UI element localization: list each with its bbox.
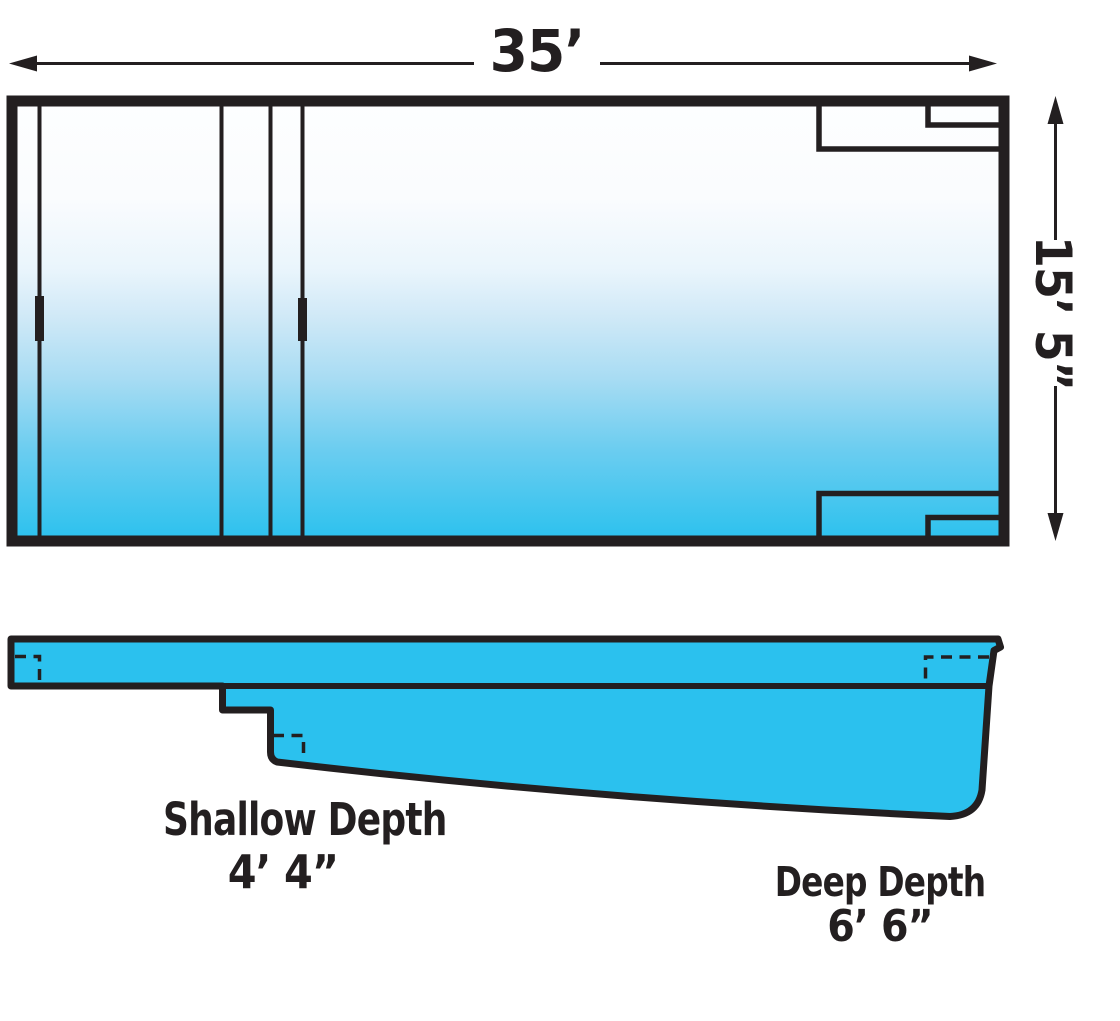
arrowhead-down-icon [1047, 513, 1064, 541]
hidden-step-line-left [15, 654, 42, 682]
bench-edge-line [816, 104, 1001, 152]
deep-depth-value: 6’ 6” [827, 901, 933, 952]
corner-bench-bottom-right [816, 490, 1001, 538]
hidden-bench-line-right [923, 655, 989, 682]
shallow-depth-value: 4’ 4” [227, 845, 339, 899]
pool-side-view [7, 635, 1004, 820]
side-profile-outline [7, 635, 1004, 820]
length-dimension-label: 35’ [489, 17, 586, 85]
pool-top-view [6, 95, 1010, 547]
arrowhead-right-icon [969, 55, 997, 72]
deep-depth-label: Deep Depth [774, 858, 986, 906]
width-dimension [1047, 96, 1064, 541]
bench-step-line [925, 514, 1001, 538]
width-dimension-label: 15’ 5” [1024, 235, 1082, 391]
arrowhead-left-icon [9, 55, 37, 72]
length-dimension [9, 55, 997, 72]
arrowhead-up-icon [1047, 96, 1064, 124]
corner-bench-top-right [816, 104, 1001, 152]
bench-edge-line [816, 490, 1001, 538]
pool-outline [6, 95, 1010, 547]
shallow-depth-label: Shallow Depth [163, 793, 447, 846]
bench-step-line [925, 104, 1001, 128]
hidden-step-line-middle [273, 733, 306, 757]
